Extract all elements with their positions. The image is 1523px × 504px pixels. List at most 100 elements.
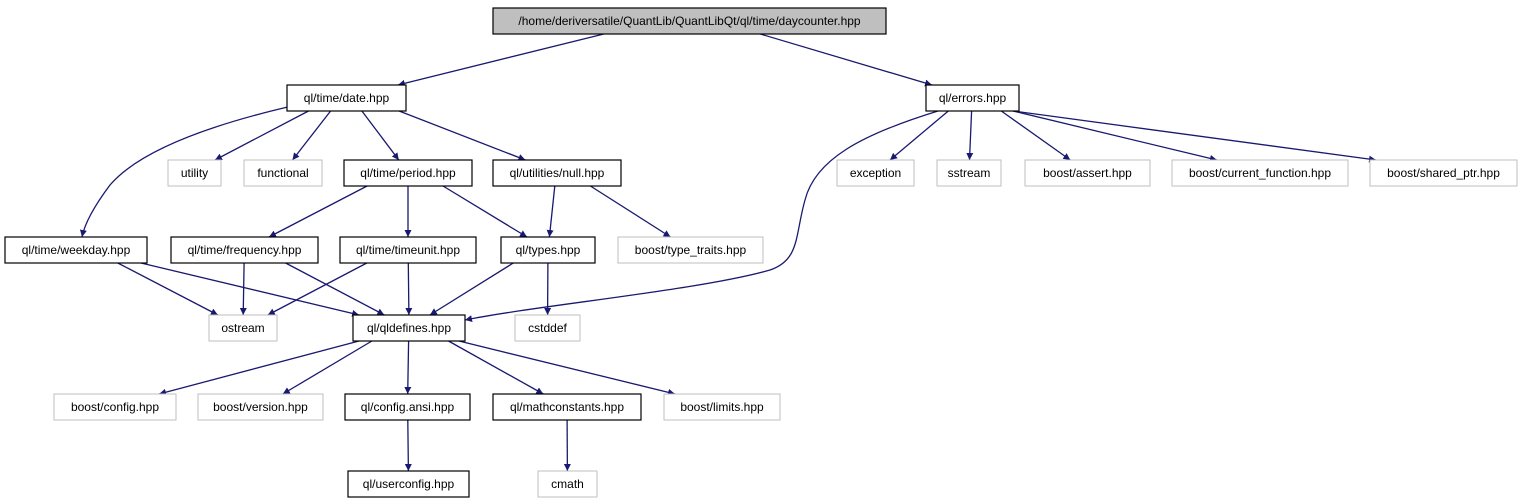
node-box-weekday (4, 236, 148, 264)
edge-date-to-utility (214, 110, 309, 161)
edge-errors-to-exception (889, 110, 949, 161)
node-functional: functional (243, 159, 323, 187)
node-version: boost/version.hpp (197, 393, 324, 421)
edge-weekday-to-ostream (117, 262, 219, 316)
node-sharedptr: boost/shared_ptr.hpp (1369, 159, 1518, 187)
node-box-qldefines (352, 314, 466, 342)
edge-frequency-to-qldefines (285, 262, 385, 316)
node-cstddef: cstddef (514, 314, 581, 342)
node-box-assert (1024, 159, 1151, 187)
node-label-types: ql/types.hpp (516, 243, 581, 257)
edge-date-to-null (398, 110, 526, 161)
edge-date-to-functional (291, 110, 332, 161)
edge-timeunit-to-ostream (267, 262, 368, 316)
node-box-daycounter (492, 7, 887, 35)
edge-qldefines-to-version (282, 340, 373, 395)
edge-types-to-qldefines (429, 262, 514, 316)
node-utility: utility (167, 159, 222, 187)
edge-errors-to-qldefines (464, 110, 939, 323)
edge-weekday-to-qldefines (140, 262, 360, 317)
node-box-cmath (537, 470, 598, 498)
nodes-layer: /home/deriversatile/QuantLib/QuantLibQt/… (4, 7, 1518, 498)
node-label-cstddef: cstddef (528, 321, 567, 335)
node-label-sstream: sstream (948, 166, 991, 180)
node-box-timeunit (339, 236, 477, 264)
node-mathconst[interactable]: ql/mathconstants.hpp (492, 393, 642, 421)
node-box-sharedptr (1369, 159, 1518, 187)
node-label-utility: utility (181, 166, 208, 180)
node-box-utility (167, 159, 222, 187)
edge-errors-to-sharedptr (1012, 110, 1377, 163)
node-label-ostream: ostream (221, 321, 264, 335)
node-label-date: ql/time/date.hpp (304, 91, 390, 105)
node-box-mathconst (492, 393, 642, 421)
node-label-frequency: ql/time/frequency.hpp (188, 243, 302, 257)
node-sstream: sstream (936, 159, 1002, 187)
node-curfunc: boost/current_function.hpp (1171, 159, 1349, 187)
node-qldefines[interactable]: ql/qldefines.hpp (352, 314, 466, 342)
node-box-userconfig (347, 470, 470, 498)
node-null[interactable]: ql/utilities/null.hpp (492, 159, 622, 187)
edge-frequency-to-ostream (239, 262, 247, 316)
node-label-assert: boost/assert.hpp (1043, 166, 1132, 180)
node-label-null: ql/utilities/null.hpp (510, 166, 605, 180)
node-box-exception (836, 159, 915, 187)
node-box-version (197, 393, 324, 421)
node-label-config: boost/config.hpp (71, 400, 159, 414)
node-period[interactable]: ql/time/period.hpp (343, 159, 473, 187)
node-box-null (492, 159, 622, 187)
node-types[interactable]: ql/types.hpp (500, 236, 596, 264)
edge-errors-to-assert (1000, 110, 1071, 161)
node-box-types (500, 236, 596, 264)
node-label-version: boost/version.hpp (213, 400, 308, 414)
node-userconfig[interactable]: ql/userconfig.hpp (347, 470, 470, 498)
edge-period-to-frequency (268, 185, 368, 238)
node-box-errors (925, 84, 1020, 112)
node-box-curfunc (1171, 159, 1349, 187)
node-label-configansi: ql/config.ansi.hpp (361, 400, 455, 414)
node-box-ostream (208, 314, 278, 342)
node-label-functional: functional (257, 166, 308, 180)
node-box-sstream (936, 159, 1002, 187)
edge-null-to-types (546, 185, 556, 238)
node-errors[interactable]: ql/errors.hpp (925, 84, 1020, 112)
node-daycounter[interactable]: /home/deriversatile/QuantLib/QuantLibQt/… (492, 7, 887, 35)
node-box-typetraits (617, 236, 764, 264)
node-label-qldefines: ql/qldefines.hpp (367, 321, 451, 335)
node-box-configansi (344, 393, 471, 421)
edge-errors-to-sstream (966, 110, 974, 161)
node-timeunit[interactable]: ql/time/timeunit.hpp (339, 236, 477, 264)
edge-period-to-types (442, 185, 528, 238)
node-limits: boost/limits.hpp (663, 393, 781, 421)
edge-date-to-period (361, 110, 400, 161)
node-label-weekday: ql/time/weekday.hpp (22, 243, 131, 257)
edge-qldefines-to-mathconst (448, 340, 544, 395)
node-weekday[interactable]: ql/time/weekday.hpp (4, 236, 148, 264)
node-label-errors: ql/errors.hpp (939, 91, 1007, 105)
node-frequency[interactable]: ql/time/frequency.hpp (170, 236, 319, 264)
node-date[interactable]: ql/time/date.hpp (286, 84, 407, 112)
edge-configansi-to-userconfig (404, 419, 412, 472)
node-assert: boost/assert.hpp (1024, 159, 1151, 187)
edge-timeunit-to-qldefines (405, 262, 413, 316)
node-label-timeunit: ql/time/timeunit.hpp (356, 243, 460, 257)
node-label-exception: exception (850, 166, 901, 180)
edges-layer (79, 33, 1377, 472)
node-exception: exception (836, 159, 915, 187)
node-configansi[interactable]: ql/config.ansi.hpp (344, 393, 471, 421)
edge-date-to-weekday (79, 105, 293, 238)
node-label-typetraits: boost/type_traits.hpp (635, 243, 747, 257)
edge-qldefines-to-configansi (404, 340, 412, 395)
edge-null-to-typetraits (590, 185, 671, 238)
node-box-limits (663, 393, 781, 421)
node-cmath: cmath (537, 470, 598, 498)
node-ostream: ostream (208, 314, 278, 342)
node-label-limits: boost/limits.hpp (680, 400, 764, 414)
node-box-config (53, 393, 177, 421)
node-typetraits: boost/type_traits.hpp (617, 236, 764, 264)
node-label-cmath: cmath (551, 477, 584, 491)
node-box-functional (243, 159, 323, 187)
node-box-date (286, 84, 407, 112)
node-box-period (343, 159, 473, 187)
edge-daycounter-to-errors (760, 33, 933, 87)
